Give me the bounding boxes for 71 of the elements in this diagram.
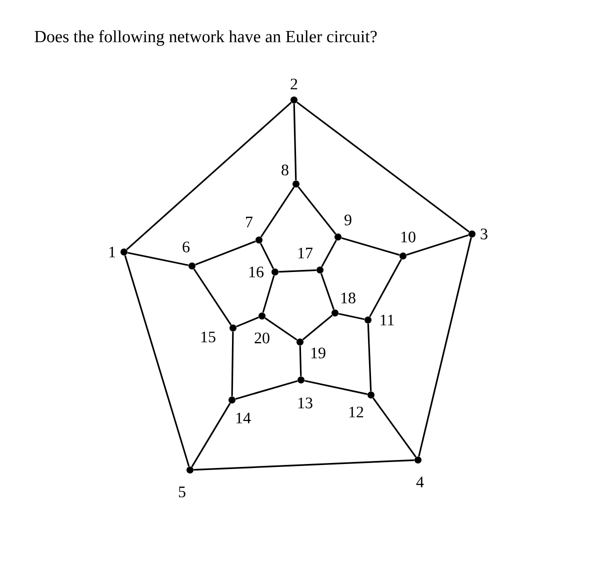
edge-line	[369, 258, 402, 318]
vertex-label: 18	[341, 292, 356, 304]
edge-line	[298, 186, 336, 235]
vertex-label: 12	[349, 406, 364, 418]
edge-line	[293, 104, 297, 180]
question-text: Does the following network have an Euler circuit?	[34, 30, 377, 46]
edge-line	[231, 332, 234, 396]
vertex-dot	[120, 248, 128, 256]
vertex-label: 15	[201, 332, 216, 342]
vertex-dot	[292, 180, 300, 188]
vertex-label: 2	[290, 78, 298, 90]
vertex-label: 6	[182, 242, 190, 252]
edge-line	[372, 398, 416, 458]
vertex-dot	[272, 268, 278, 276]
edge-line	[296, 102, 470, 232]
vertex-label: 7	[246, 216, 253, 228]
vertex-label: 20	[254, 332, 270, 344]
vertex-dot	[334, 234, 342, 240]
vertex-dot	[186, 466, 194, 474]
edge-line	[320, 273, 335, 310]
edge-line	[338, 312, 365, 320]
vertex-dot	[230, 324, 236, 332]
edge-line	[195, 240, 256, 266]
vertex-label: 5	[178, 486, 186, 498]
vertex-dot	[364, 316, 372, 324]
edge-line	[302, 314, 333, 340]
edge-line	[341, 237, 400, 256]
vertex-dot	[468, 230, 476, 238]
edge-line	[235, 380, 298, 400]
vertex-label: 8	[282, 164, 288, 176]
edge-line	[260, 186, 295, 238]
vertex-dot	[258, 312, 266, 320]
edge-line	[304, 380, 368, 395]
edge-line	[193, 268, 232, 326]
vertex-dot	[228, 396, 236, 404]
edge-line	[406, 234, 469, 256]
edge-line	[124, 255, 190, 467]
vertex-label: 10	[401, 232, 416, 242]
vertex-dot	[290, 96, 298, 104]
vertex-label: 11	[380, 314, 394, 326]
edge-line	[127, 252, 189, 266]
vertex-dot	[400, 252, 406, 260]
vertex-label: 1	[109, 246, 116, 258]
vertex-label: 17	[298, 248, 313, 258]
vertex-dot	[414, 456, 422, 464]
edge-line	[278, 269, 316, 273]
vertex-label: 14	[236, 412, 251, 424]
vertex-dot	[298, 376, 304, 384]
vertex-dot	[316, 266, 324, 274]
edge-line	[264, 317, 298, 341]
vertex-label: 13	[298, 398, 312, 408]
edge-line	[321, 240, 337, 268]
edge-line	[194, 459, 414, 471]
edge-line	[191, 402, 231, 468]
vertex-label: 4	[416, 476, 424, 488]
vertex-dot	[296, 338, 304, 346]
vertex-label: 3	[480, 228, 488, 240]
vertex-label: 9	[344, 214, 352, 226]
edge-line	[236, 316, 259, 328]
vertex-label: 19	[311, 348, 326, 358]
edge-line	[418, 237, 472, 457]
vertex-dot	[332, 310, 338, 316]
vertex-dot	[188, 262, 196, 270]
vertex-dot	[368, 392, 374, 398]
edge-line	[299, 346, 302, 376]
edge-line	[262, 275, 275, 313]
vertex-dot	[256, 236, 262, 244]
edge-line	[367, 324, 372, 392]
edge-line	[126, 102, 292, 250]
edge-line	[260, 242, 274, 270]
vertex-label: 16	[249, 266, 264, 278]
